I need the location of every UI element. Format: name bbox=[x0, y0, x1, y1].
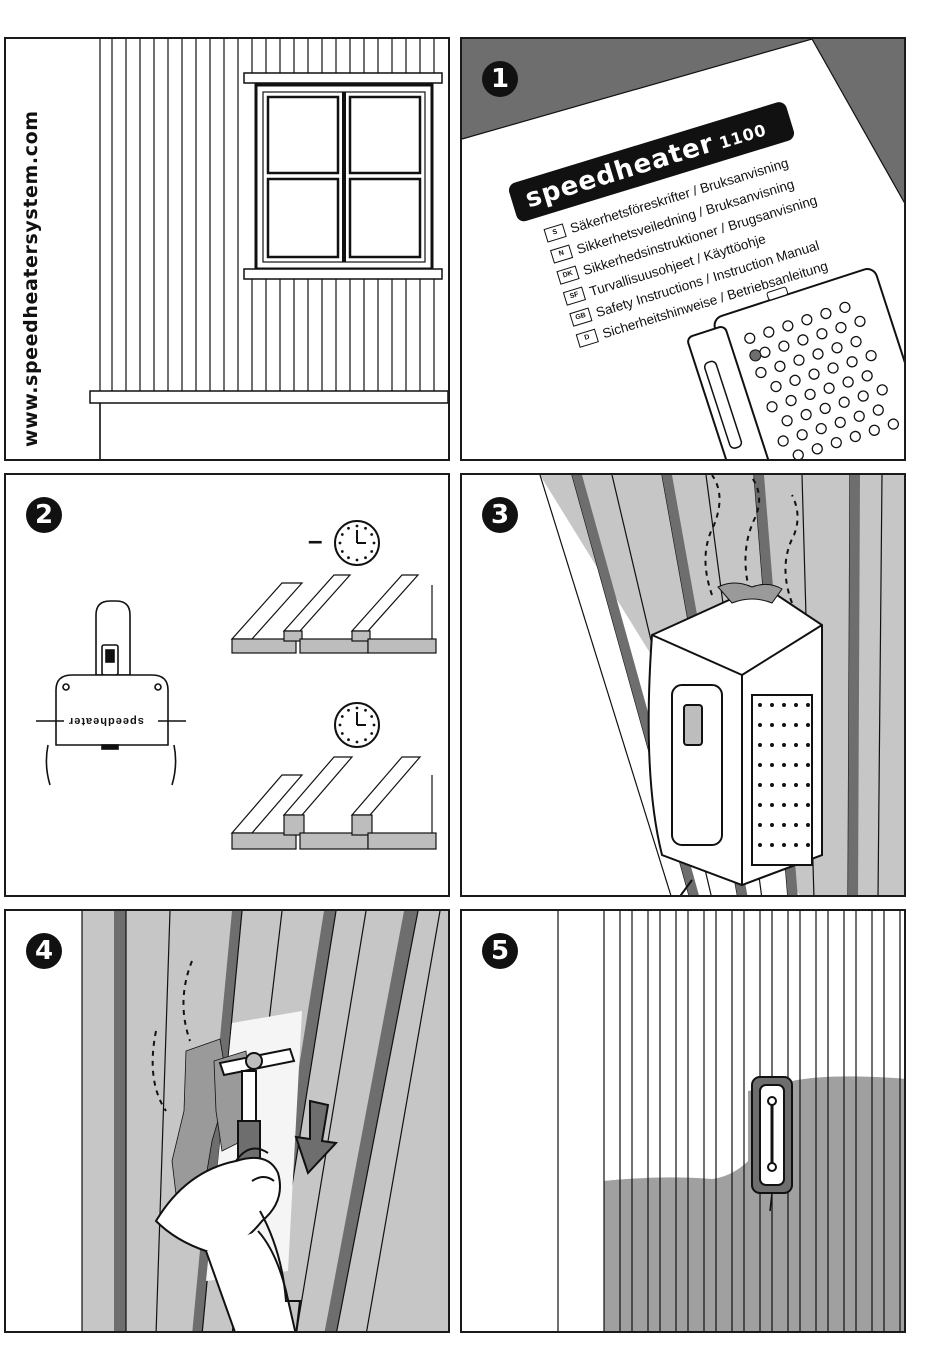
minus-sign: – bbox=[308, 525, 323, 555]
heater-label: speedheater bbox=[68, 715, 144, 727]
clock-icon bbox=[334, 520, 380, 566]
manual-background bbox=[462, 39, 904, 204]
step-number-4: 4 bbox=[26, 933, 62, 969]
heater-on-manual bbox=[687, 268, 904, 459]
painted-wall-illustration bbox=[557, 911, 904, 1331]
step-number-2: 2 bbox=[26, 497, 62, 533]
house-panel: www.speedheatersystem.com bbox=[4, 37, 450, 461]
heater-back-view bbox=[751, 1076, 793, 1212]
step-number-1: 1 bbox=[482, 61, 518, 97]
heater-front-view bbox=[36, 600, 186, 786]
website-url[interactable]: www.speedheatersystem.com bbox=[20, 110, 42, 447]
timing-illustration bbox=[36, 520, 437, 850]
heater-on-wall-illustration bbox=[539, 475, 904, 895]
step-3-panel: 3 bbox=[460, 473, 906, 897]
house-illustration bbox=[89, 39, 448, 459]
step-number-3: 3 bbox=[482, 497, 518, 533]
step-4-panel: 4 bbox=[4, 909, 450, 1333]
step-5-panel: 5 bbox=[460, 909, 906, 1333]
step-2-panel: 2 – bbox=[4, 473, 450, 897]
clock-icon bbox=[334, 702, 380, 748]
scraping-illustration bbox=[81, 911, 448, 1331]
step-number-5: 5 bbox=[482, 933, 518, 969]
